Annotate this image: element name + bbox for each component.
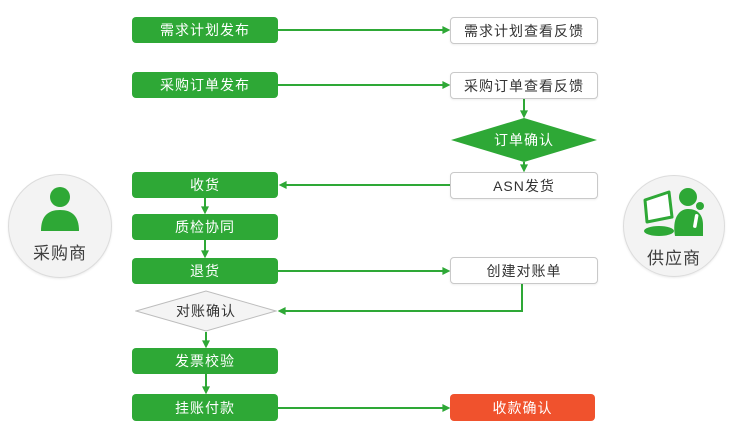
flow-node-pending-payment: 挂账付款	[132, 394, 278, 421]
actor-supplier-label: 供应商	[647, 249, 701, 268]
flow-node-receipt-confirm: 收款确认	[450, 394, 595, 421]
connector-statement-to-confirm	[277, 284, 523, 315]
flow-node-create-statement: 创建对账单	[450, 257, 598, 284]
diamond-shape	[135, 290, 277, 332]
flow-node-asn-ship: ASN发货	[450, 172, 598, 199]
flow-decision-statement-confirm: 对账确认	[135, 290, 277, 332]
diamond-shape	[451, 118, 597, 162]
actor-buyer: 采购商	[8, 174, 112, 278]
flow-node-quality-collab: 质检协同	[132, 214, 278, 240]
flow-node-po-publish: 采购订单发布	[132, 72, 278, 98]
flow-decision-order-confirm: 订单确认	[451, 118, 597, 162]
flow-decision-statement-confirm-label: 对账确认	[176, 303, 236, 319]
flow-node-demand-plan-publish: 需求计划发布	[132, 17, 278, 43]
flow-node-return-goods: 退货	[132, 258, 278, 284]
flow-node-demand-plan-feedback: 需求计划查看反馈	[450, 17, 598, 44]
person-icon	[37, 186, 83, 237]
flow-node-po-feedback: 采购订单查看反馈	[450, 72, 598, 99]
actor-supplier: 供应商	[623, 175, 725, 277]
flow-node-receive: 收货	[132, 172, 278, 198]
actor-buyer-label: 采购商	[33, 244, 87, 263]
person-laptop-icon	[642, 187, 706, 242]
flow-node-invoice-verify: 发票校验	[132, 348, 278, 374]
flow-decision-order-confirm-label: 订单确认	[494, 132, 554, 148]
